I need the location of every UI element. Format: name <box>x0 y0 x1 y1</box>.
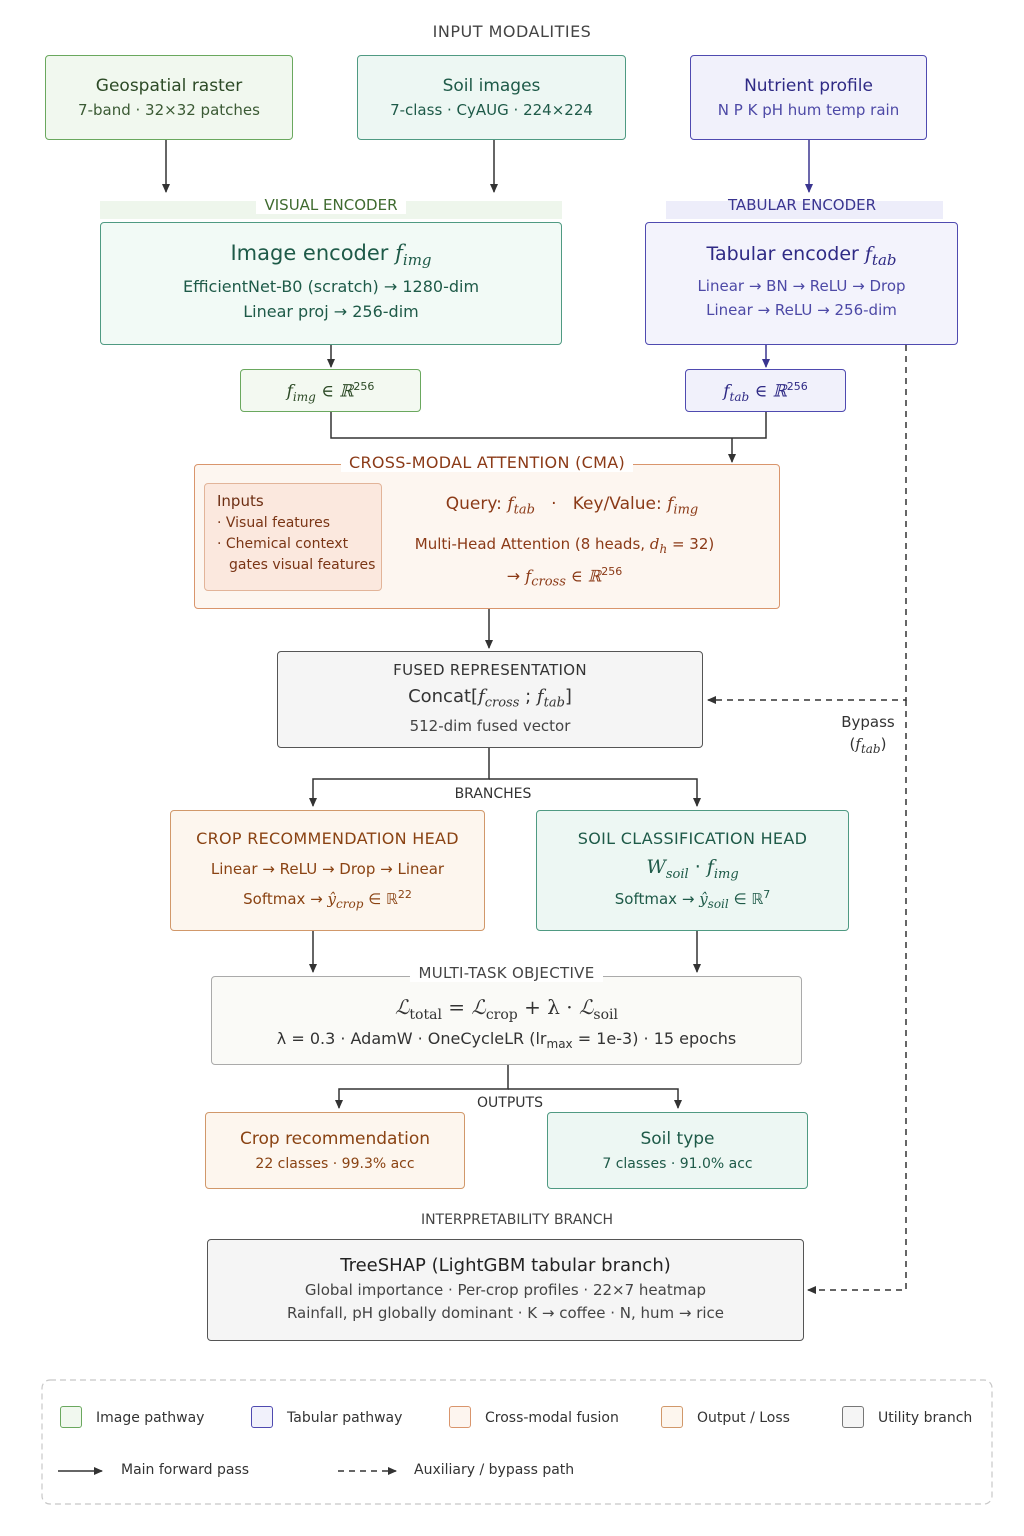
tabular-encoder-band <box>666 201 943 219</box>
legend-aux-path-label: Auxiliary / bypass path <box>414 1462 575 1478</box>
geo-sub: 7-band · 32×32 patches <box>78 101 260 119</box>
input-modalities-title: INPUT MODALITIES <box>432 22 592 41</box>
fused-to-heads-arrows <box>309 748 490 807</box>
objective-hyperparams: λ = 0.3 · AdamW · OneCycleLR (lrmax = 1e… <box>276 1029 737 1052</box>
bypass-symbol: (ftab) <box>849 735 887 756</box>
cma-inputs-panel: Inputs · Visual features · Chemical cont… <box>204 483 382 591</box>
image-encoder-box: Image encoder fimg EfficientNet-B0 (scra… <box>100 222 562 345</box>
treeshap-box: TreeSHAP (LightGBM tabular branch) Globa… <box>207 1239 804 1341</box>
nutrient-title: Nutrient profile <box>744 76 873 96</box>
f-tab-vector: ftab ∈ ℝ256 <box>685 369 846 412</box>
treeshap-title: TreeSHAP (LightGBM tabular branch) <box>340 1255 671 1276</box>
soil-head-line2: Softmax → ŷsoil ∈ ℝ7 <box>614 887 771 911</box>
legend-output-label: Output / Loss <box>697 1410 790 1426</box>
cma-input-item-2: · Chemical context <box>217 536 349 552</box>
objective-section-title: MULTI-TASK OBJECTIVE <box>211 964 802 982</box>
tabular-encoder-line1: Linear → BN → ReLU → Drop <box>697 276 906 295</box>
legend-tabular-label: Tabular pathway <box>287 1410 403 1426</box>
nutrient-profile-box: Nutrient profile N P K pH hum temp rain <box>690 55 927 140</box>
treeshap-line2: Rainfall, pH globally dominant · K → cof… <box>286 1304 725 1322</box>
image-encoder-line1: EfficientNet-B0 (scratch) → 1280-dim <box>182 277 480 297</box>
crop-recommendation-output: Crop recommendation 22 classes · 99.3% a… <box>205 1112 465 1189</box>
fused-concat: Concat[fcross ; ftab] <box>408 686 572 711</box>
branches-label: BRANCHES <box>432 786 554 802</box>
legend-tabular-swatch <box>251 1406 273 1428</box>
legend-image-label: Image pathway <box>96 1410 205 1426</box>
tabular-encoder-box: Tabular encoder ftab Linear → BN → ReLU … <box>645 222 958 345</box>
bypass-label: Bypass <box>841 713 895 731</box>
objective-to-outputs-arrows <box>335 1065 509 1109</box>
soil-head-formula: Wsoil · fimg <box>646 856 739 882</box>
legend-utility-label: Utility branch <box>878 1410 973 1426</box>
geo-title: Geospatial raster <box>95 76 243 96</box>
legend-main-pass-label: Main forward pass <box>121 1462 250 1478</box>
visual-encoder-section: VISUAL ENCODER <box>100 196 562 214</box>
legend-fusion-label: Cross-modal fusion <box>485 1410 619 1426</box>
nutrient-sub: N P K pH hum temp rain <box>717 101 900 119</box>
fused-representation-box: FUSED REPRESENTATION Concat[fcross ; fta… <box>277 651 703 748</box>
fused-sub: 512-dim fused vector <box>409 716 571 735</box>
legend-image-swatch <box>60 1406 82 1428</box>
crop-output-sub: 22 classes · 99.3% acc <box>255 1156 415 1172</box>
soil-classification-head: SOIL CLASSIFICATION HEAD Wsoil · fimg So… <box>536 810 849 931</box>
cma-inputs-title: Inputs <box>217 492 264 510</box>
legend-output-swatch <box>661 1406 683 1428</box>
soil-images-box: Soil images 7-class · CyAUG · 224×224 <box>357 55 626 140</box>
crop-head-line2: Softmax → ŷcrop ∈ ℝ22 <box>243 888 412 911</box>
soil-output-title: Soil type <box>640 1129 715 1149</box>
crop-recommendation-head: CROP RECOMMENDATION HEAD Linear → ReLU →… <box>170 810 485 931</box>
loss-formula: ℒtotal = ℒcrop + λ · ℒsoil <box>395 995 618 1023</box>
geospatial-raster-box: Geospatial raster 7-band · 32×32 patches <box>45 55 293 140</box>
soil-images-title: Soil images <box>442 76 541 96</box>
legend-frame <box>41 1379 993 1505</box>
soil-output-sub: 7 classes · 91.0% acc <box>602 1156 753 1172</box>
cma-mha-line: Multi-Head Attention (8 heads, dh = 32) <box>414 535 715 556</box>
cma-output-line: → fcross ∈ ℝ256 <box>506 565 623 590</box>
interpretability-section-title: INTERPRETABILITY BRANCH <box>420 1212 614 1228</box>
legend-fusion-swatch <box>449 1406 471 1428</box>
cma-section-title: CROSS-MODAL ATTENTION (CMA) <box>194 453 780 472</box>
crop-head-line1: Linear → ReLU → Drop → Linear <box>210 860 445 878</box>
tabular-encoder-title: Tabular encoder ftab <box>706 243 897 269</box>
treeshap-line1: Global importance · Per-crop profiles · … <box>304 1281 707 1299</box>
soil-head-title: SOIL CLASSIFICATION HEAD <box>577 829 808 848</box>
cma-input-item-1: · Visual features <box>217 515 330 531</box>
outputs-label: OUTPUTS <box>460 1095 560 1111</box>
tabular-encoder-section: TABULAR ENCODER <box>727 196 877 214</box>
image-encoder-line2: Linear proj → 256-dim <box>243 302 419 322</box>
cma-query-kv: Query: ftab · Key/Value: fimg <box>445 494 699 518</box>
vectors-to-cma-arrow <box>330 412 767 439</box>
multi-task-objective-box: ℒtotal = ℒcrop + λ · ℒsoil λ = 0.3 · Ada… <box>211 976 802 1065</box>
soil-images-sub: 7-class · CyAUG · 224×224 <box>390 101 593 119</box>
image-encoder-title: Image encoder fimg <box>230 241 432 270</box>
tabular-encoder-line2: Linear → ReLU → 256-dim <box>706 300 897 319</box>
interpret-dashed-path <box>807 700 907 1294</box>
legend-utility-swatch <box>842 1406 864 1428</box>
cma-input-item-3: gates visual features <box>229 557 376 573</box>
f-img-vector: fimg ∈ ℝ256 <box>240 369 421 412</box>
soil-type-output: Soil type 7 classes · 91.0% acc <box>547 1112 808 1189</box>
crop-output-title: Crop recommendation <box>239 1129 431 1149</box>
fused-title: FUSED REPRESENTATION <box>393 661 587 679</box>
crop-head-title: CROP RECOMMENDATION HEAD <box>196 829 459 848</box>
